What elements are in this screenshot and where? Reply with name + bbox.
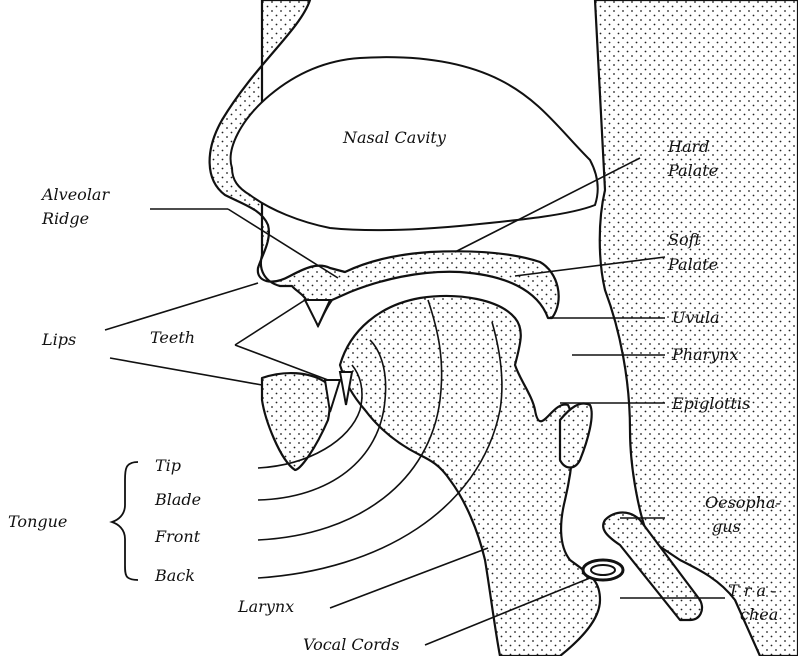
label-front: Front <box>154 527 201 546</box>
label-epiglottis: Epiglottis <box>671 394 750 413</box>
label-blade: Blade <box>154 490 201 509</box>
lips-leader-2 <box>110 358 262 385</box>
label-hard-palate-line2: Palate <box>667 161 718 180</box>
label-trachea-line1: T r a - <box>728 581 777 600</box>
label-tongue: Tongue <box>8 512 67 531</box>
lower-lip <box>262 373 330 470</box>
label-vocal-cords: Vocal Cords <box>303 635 399 654</box>
label-tip: Tip <box>155 456 181 475</box>
vocal-cords-icon <box>583 560 623 580</box>
teeth-leader-1 <box>235 300 305 345</box>
label-alveolar-ridge-line1: Alveolar <box>40 185 110 204</box>
lips-leader-1 <box>105 283 258 330</box>
label-teeth: Teeth <box>150 328 195 347</box>
label-uvula: Uvula <box>672 308 719 327</box>
label-alveolar-ridge-line2: Ridge <box>41 209 89 228</box>
label-nasal-cavity: Nasal Cavity <box>342 128 447 147</box>
label-oesophagus-line2: gus <box>712 517 741 536</box>
label-soft-palate-line2: Palate <box>667 255 718 274</box>
label-oesophagus-line1: Oesopha- <box>705 493 781 512</box>
pharyngeal-wall <box>595 0 798 656</box>
upper-teeth-icon <box>305 300 330 326</box>
label-hard-palate-line1: Hard <box>667 137 709 156</box>
tongue-brace-icon <box>112 462 138 580</box>
label-soft-palate-line1: Soft <box>668 230 702 249</box>
label-pharynx: Pharynx <box>671 345 739 364</box>
label-larynx: Larynx <box>237 597 294 616</box>
label-lips: Lips <box>41 330 76 349</box>
label-back: Back <box>154 566 195 585</box>
larynx-leader <box>330 548 488 608</box>
label-trachea-line2: chea <box>740 605 778 624</box>
tongue-mass <box>340 296 600 656</box>
